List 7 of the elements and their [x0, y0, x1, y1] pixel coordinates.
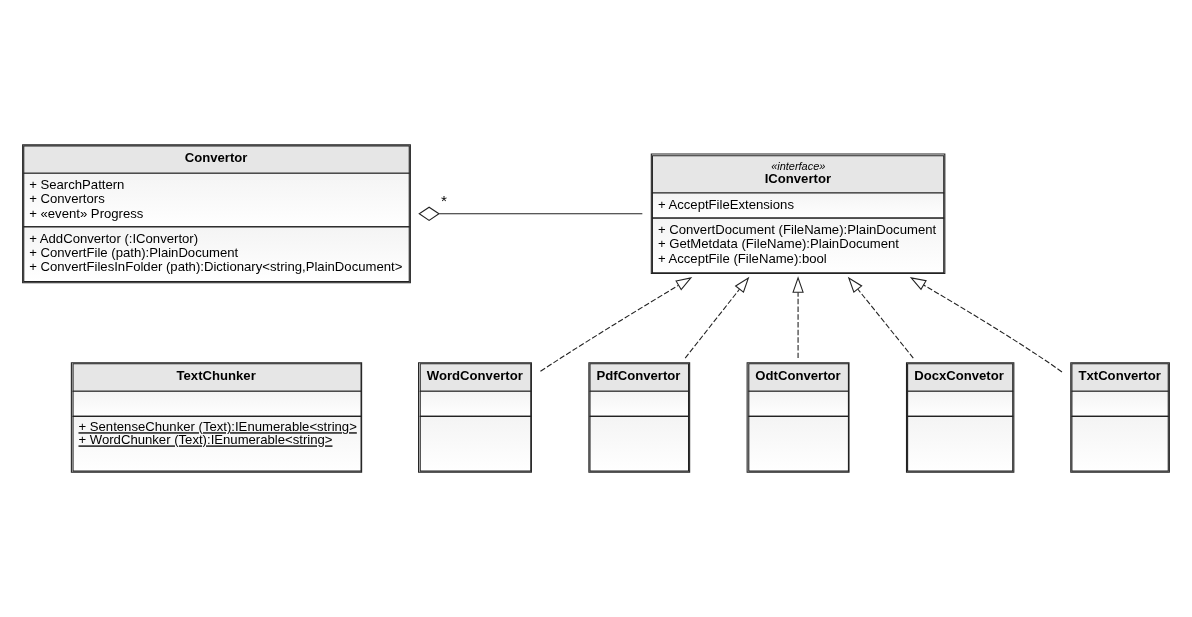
arrow: [539, 277, 693, 372]
arrow: [684, 276, 750, 359]
connector: [418, 206, 643, 221]
edge-label: *: [441, 192, 448, 210]
arrow: [909, 277, 1063, 373]
arrow: [847, 276, 914, 359]
arrow: [792, 276, 804, 359]
